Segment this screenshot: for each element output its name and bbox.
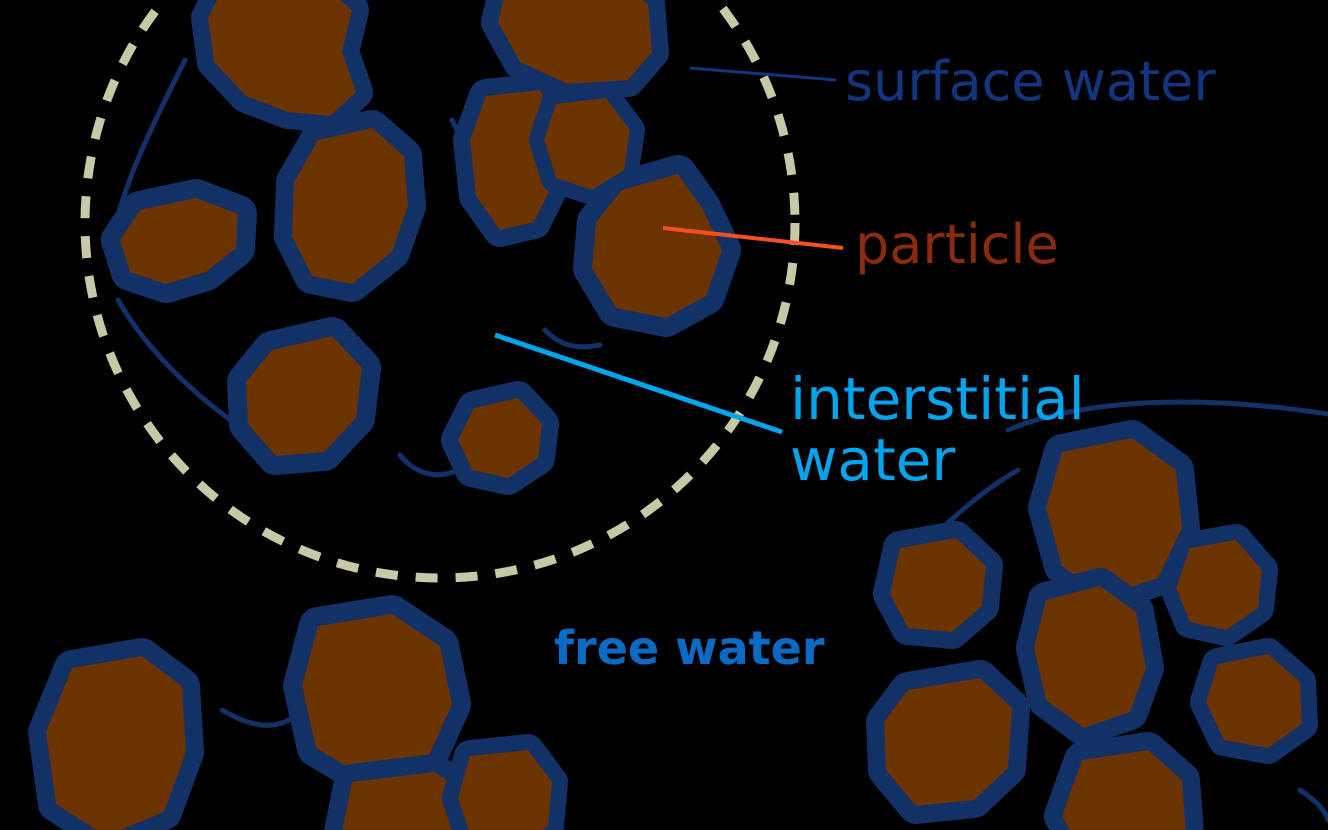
bottom-left-floc-cluster [28, 595, 568, 830]
particle-group [1028, 420, 1200, 614]
floc-boundary-dashed-circle [80, 0, 800, 583]
label-interstitial-water-line2: water [790, 426, 956, 495]
right-floc-cluster [866, 399, 1328, 830]
label-surface-water: surface water [845, 50, 1216, 113]
particle-group [283, 595, 471, 797]
particle-group [573, 155, 741, 337]
particle-group [873, 521, 1003, 649]
surface-water-leader-line [689, 66, 837, 82]
particle-group [529, 83, 645, 205]
particle-group [274, 110, 426, 302]
particle-group [866, 660, 1030, 824]
floc-bridges-bottom-left [219, 707, 303, 728]
particle-group [191, 0, 373, 133]
particle-group [101, 179, 257, 303]
particle-group [1044, 732, 1204, 830]
particle-group [1190, 638, 1318, 764]
main-floc-cluster [101, 0, 741, 495]
particle-group [441, 381, 559, 495]
particle-group [1016, 568, 1164, 746]
particle-group [227, 317, 381, 475]
label-interstitial-water-line1: interstitial [790, 365, 1085, 433]
particle-group [28, 638, 204, 830]
particle-leader-line [662, 226, 844, 250]
particle-group [481, 0, 669, 101]
label-free-water: free water [554, 621, 825, 675]
particle-group [1160, 524, 1278, 646]
interstitial-water-leader-line [494, 332, 783, 435]
label-particle: particle [855, 213, 1059, 276]
particle-group [442, 734, 568, 830]
